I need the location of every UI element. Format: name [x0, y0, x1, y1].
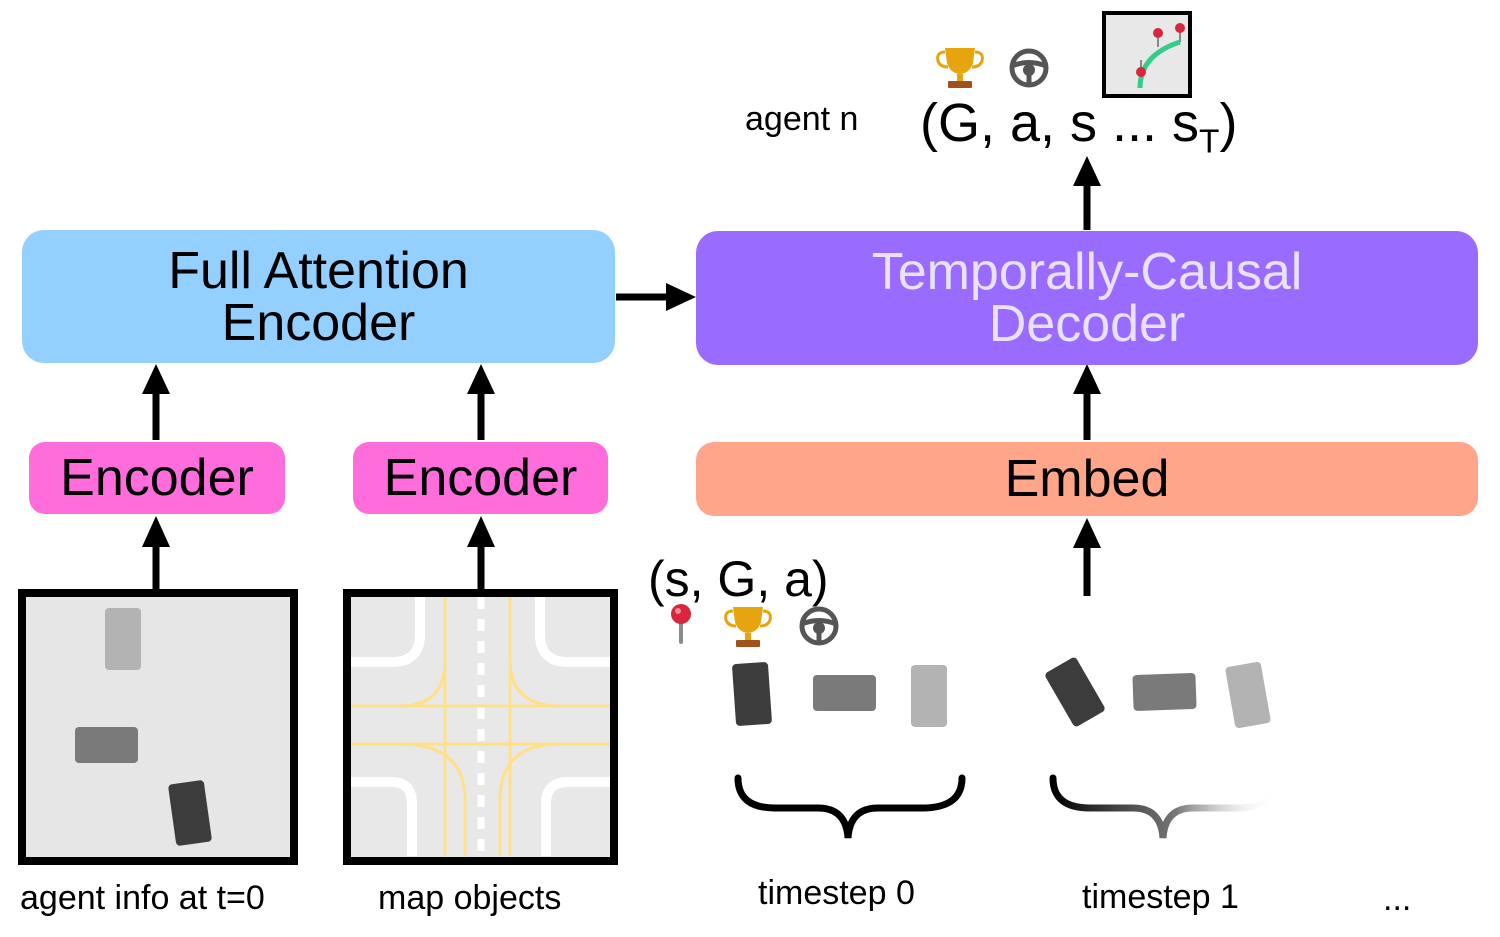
t1-car-light	[1225, 661, 1271, 729]
map-encoder: Encoder	[353, 442, 608, 514]
steering-wheel-icon	[1009, 48, 1049, 88]
caption-ellipsis: ...	[1383, 880, 1412, 918]
timestep0-cars	[732, 662, 947, 727]
timestep1-cars	[1045, 657, 1271, 729]
map-encoder-label: Encoder	[383, 449, 578, 507]
full-attention-encoder: Full Attention Encoder	[22, 230, 615, 363]
output-tuple: (G, a, s ... sT)	[920, 92, 1237, 162]
agent-encoder-label: Encoder	[60, 449, 254, 507]
embed-box: Embed	[696, 442, 1478, 516]
caption-agent-info: agent info at t=0	[20, 879, 265, 917]
caption-timestep0: timestep 0	[758, 874, 915, 912]
caption-map-objects: map objects	[378, 879, 562, 917]
t1-car-mid	[1132, 673, 1197, 711]
caption-timestep1: timestep 1	[1082, 878, 1239, 916]
trophy-icon	[936, 48, 984, 88]
location-pin-icon	[671, 604, 691, 644]
arrow-decoder-to-output	[1073, 156, 1101, 230]
arrow-encoder-left-to-full	[142, 364, 170, 440]
arrow-agent-to-encoder	[142, 516, 170, 592]
arrow-map-to-encoder	[467, 516, 495, 592]
trophy-icon	[724, 607, 772, 647]
decoder-line2: Decoder	[988, 295, 1186, 353]
agent-car-bottom	[168, 780, 212, 846]
full-attention-encoder-line1: Full Attention	[168, 241, 469, 300]
output-tuple-prefix: (G, a, s ... s	[920, 93, 1200, 153]
t0-car-dark	[732, 662, 772, 726]
t1-car-dark	[1045, 657, 1105, 727]
arrow-embed-to-decoder	[1073, 364, 1101, 440]
map-objects-panel	[343, 589, 618, 865]
agent-encoder: Encoder	[29, 442, 285, 514]
arrow-encoder-right-to-full	[467, 364, 495, 440]
temporally-causal-decoder: Temporally-Causal Decoder	[696, 231, 1478, 365]
output-tuple-subscript: T	[1199, 123, 1220, 161]
decoder-line1: Temporally-Causal	[871, 243, 1303, 301]
input-tuple: (s, G, a)	[648, 551, 829, 607]
t0-car-light	[911, 665, 947, 727]
full-attention-encoder-line2: Encoder	[221, 293, 416, 352]
embed-label: Embed	[1004, 450, 1170, 508]
output-tuple-suffix: )	[1219, 93, 1238, 153]
steering-wheel-icon	[799, 606, 839, 646]
agent-car-mid	[75, 727, 138, 763]
agent-n-label: agent n	[745, 100, 859, 138]
arrow-encoder-to-decoder	[616, 283, 696, 311]
arrow-timesteps-to-embed	[1073, 518, 1101, 596]
agent-car-top	[105, 608, 141, 670]
trajectory-icon	[1102, 11, 1192, 98]
timestep1-brace	[1049, 774, 1281, 839]
agent-info-panel	[18, 589, 298, 865]
timestep0-brace	[734, 774, 966, 839]
t0-car-mid	[813, 675, 876, 711]
